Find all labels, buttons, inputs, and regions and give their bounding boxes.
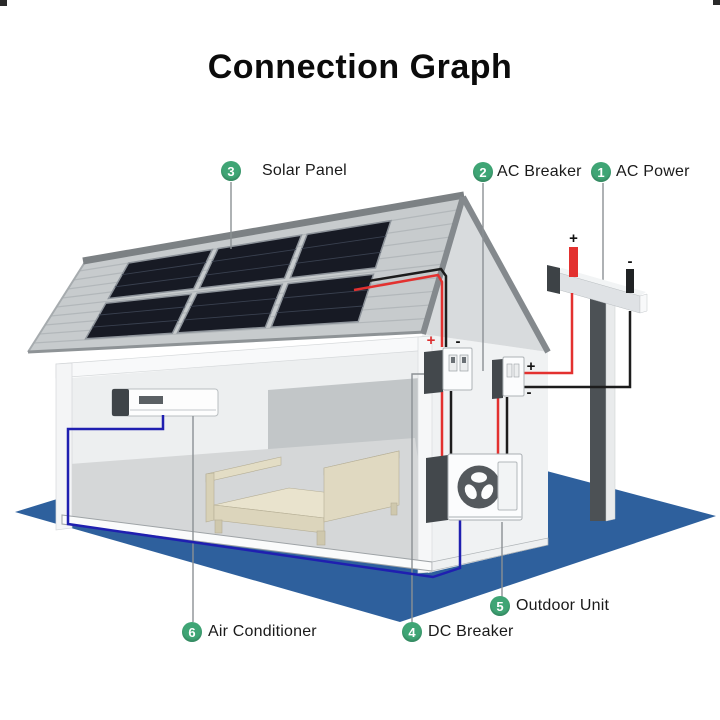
dc-minus-sign: -: [456, 333, 461, 350]
pole-front: [590, 291, 606, 521]
wire-panel-to-dcbreaker-red: [353, 273, 444, 347]
marker-label: Outdoor Unit: [516, 597, 610, 614]
ac-plus-sign: +: [527, 358, 536, 375]
marker-label: Air Conditioner: [208, 623, 317, 640]
pole-side: [605, 290, 616, 522]
crossarm-end: [639, 293, 648, 314]
dc-plus-sign: +: [427, 332, 436, 349]
marker-label: DC Breaker: [428, 623, 514, 640]
ridge-cap: [82, 191, 465, 265]
fan-icon: [457, 465, 501, 509]
ac-minus-sign: -: [527, 384, 532, 401]
marker-outdoor-unit: 5 Outdoor Unit: [490, 596, 609, 616]
marker-ac-power: 1 AC Power: [591, 162, 690, 182]
dc-breaker: + -: [424, 332, 473, 394]
ac-breaker: + -: [492, 356, 536, 401]
eave-edge: [27, 330, 426, 354]
corner-artifact: [713, 0, 720, 5]
pole-plus-sign: +: [569, 230, 578, 247]
marker-ac-breaker: 2 AC Breaker: [473, 162, 582, 182]
marker-air-conditioner: 6 Air Conditioner: [182, 622, 317, 642]
roof-left-edge: [27, 261, 86, 353]
indoor-ac-unit: [111, 388, 219, 417]
marker-number-badge: 4: [402, 622, 422, 642]
marker-label: AC Power: [616, 163, 690, 180]
dc-breaker-side: [424, 350, 443, 394]
rake-fascia-front: [420, 196, 466, 335]
pointer-dc-breaker: [411, 373, 424, 623]
rake-fascia-back: [460, 195, 551, 354]
wire-panel-to-dcbreaker-black: [349, 267, 448, 347]
power-pole: + -: [547, 230, 648, 522]
pole-minus-sign: -: [628, 253, 633, 270]
indoor-ac-display: [139, 396, 163, 404]
marker-number-badge: 5: [490, 596, 510, 616]
pole-positive-terminal: [569, 247, 578, 277]
solar-panel-array: [84, 219, 392, 340]
crossarm-cap: [547, 265, 560, 294]
pointer-lines: [192, 182, 604, 623]
front-left-column: [55, 362, 73, 531]
outdoor-unit: [426, 453, 523, 523]
bed: [205, 450, 400, 546]
wire-pole-to-acbreaker-black: [523, 311, 632, 389]
indoor-ac-side: [112, 389, 129, 416]
marker-number-badge: 6: [182, 622, 202, 642]
marker-number-badge: 2: [473, 162, 493, 182]
pole-negative-terminal: [626, 269, 634, 293]
marker-dc-breaker: 4 DC Breaker: [402, 622, 514, 642]
marker-number-badge: 3: [221, 161, 241, 181]
outdoor-unit-panel: [497, 461, 518, 511]
wires: [66, 267, 632, 579]
outdoor-unit-side: [426, 455, 448, 523]
marker-label: Solar Panel: [262, 162, 347, 179]
marker-solar-panel: 3 Solar Panel: [221, 161, 347, 181]
corner-artifact: [0, 0, 7, 6]
wire-indoor-to-outdoor-blue: [66, 415, 462, 579]
wire-pole-to-acbreaker-red: [523, 293, 574, 375]
page-title: Connection Graph: [207, 48, 513, 86]
ac-breaker-side: [492, 359, 503, 399]
crossarm-top: [556, 268, 646, 296]
marker-label: AC Breaker: [497, 163, 582, 180]
marker-number-badge: 1: [591, 162, 611, 182]
